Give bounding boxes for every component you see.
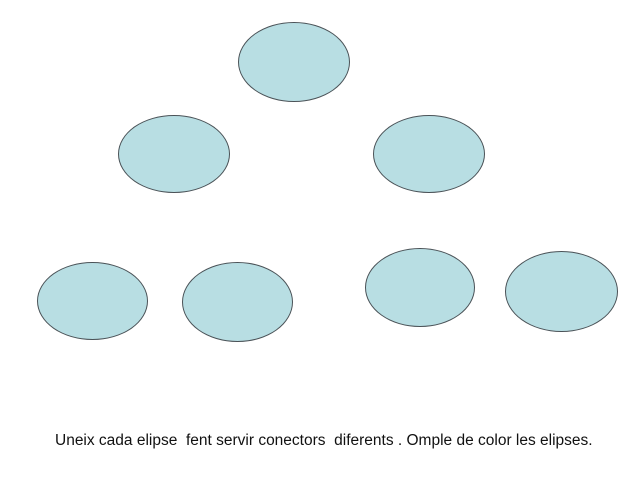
ellipse-bottom-right xyxy=(365,248,475,327)
ellipse-top-center xyxy=(238,22,350,102)
ellipse-middle-right xyxy=(373,115,485,193)
ellipse-bottom-far-right xyxy=(505,251,618,332)
ellipse-middle-left xyxy=(118,115,230,193)
instruction-text: Uneix cada elipse fent servir conectors … xyxy=(55,432,593,449)
ellipse-bottom-far-left xyxy=(37,262,148,340)
ellipse-bottom-left xyxy=(182,262,293,342)
